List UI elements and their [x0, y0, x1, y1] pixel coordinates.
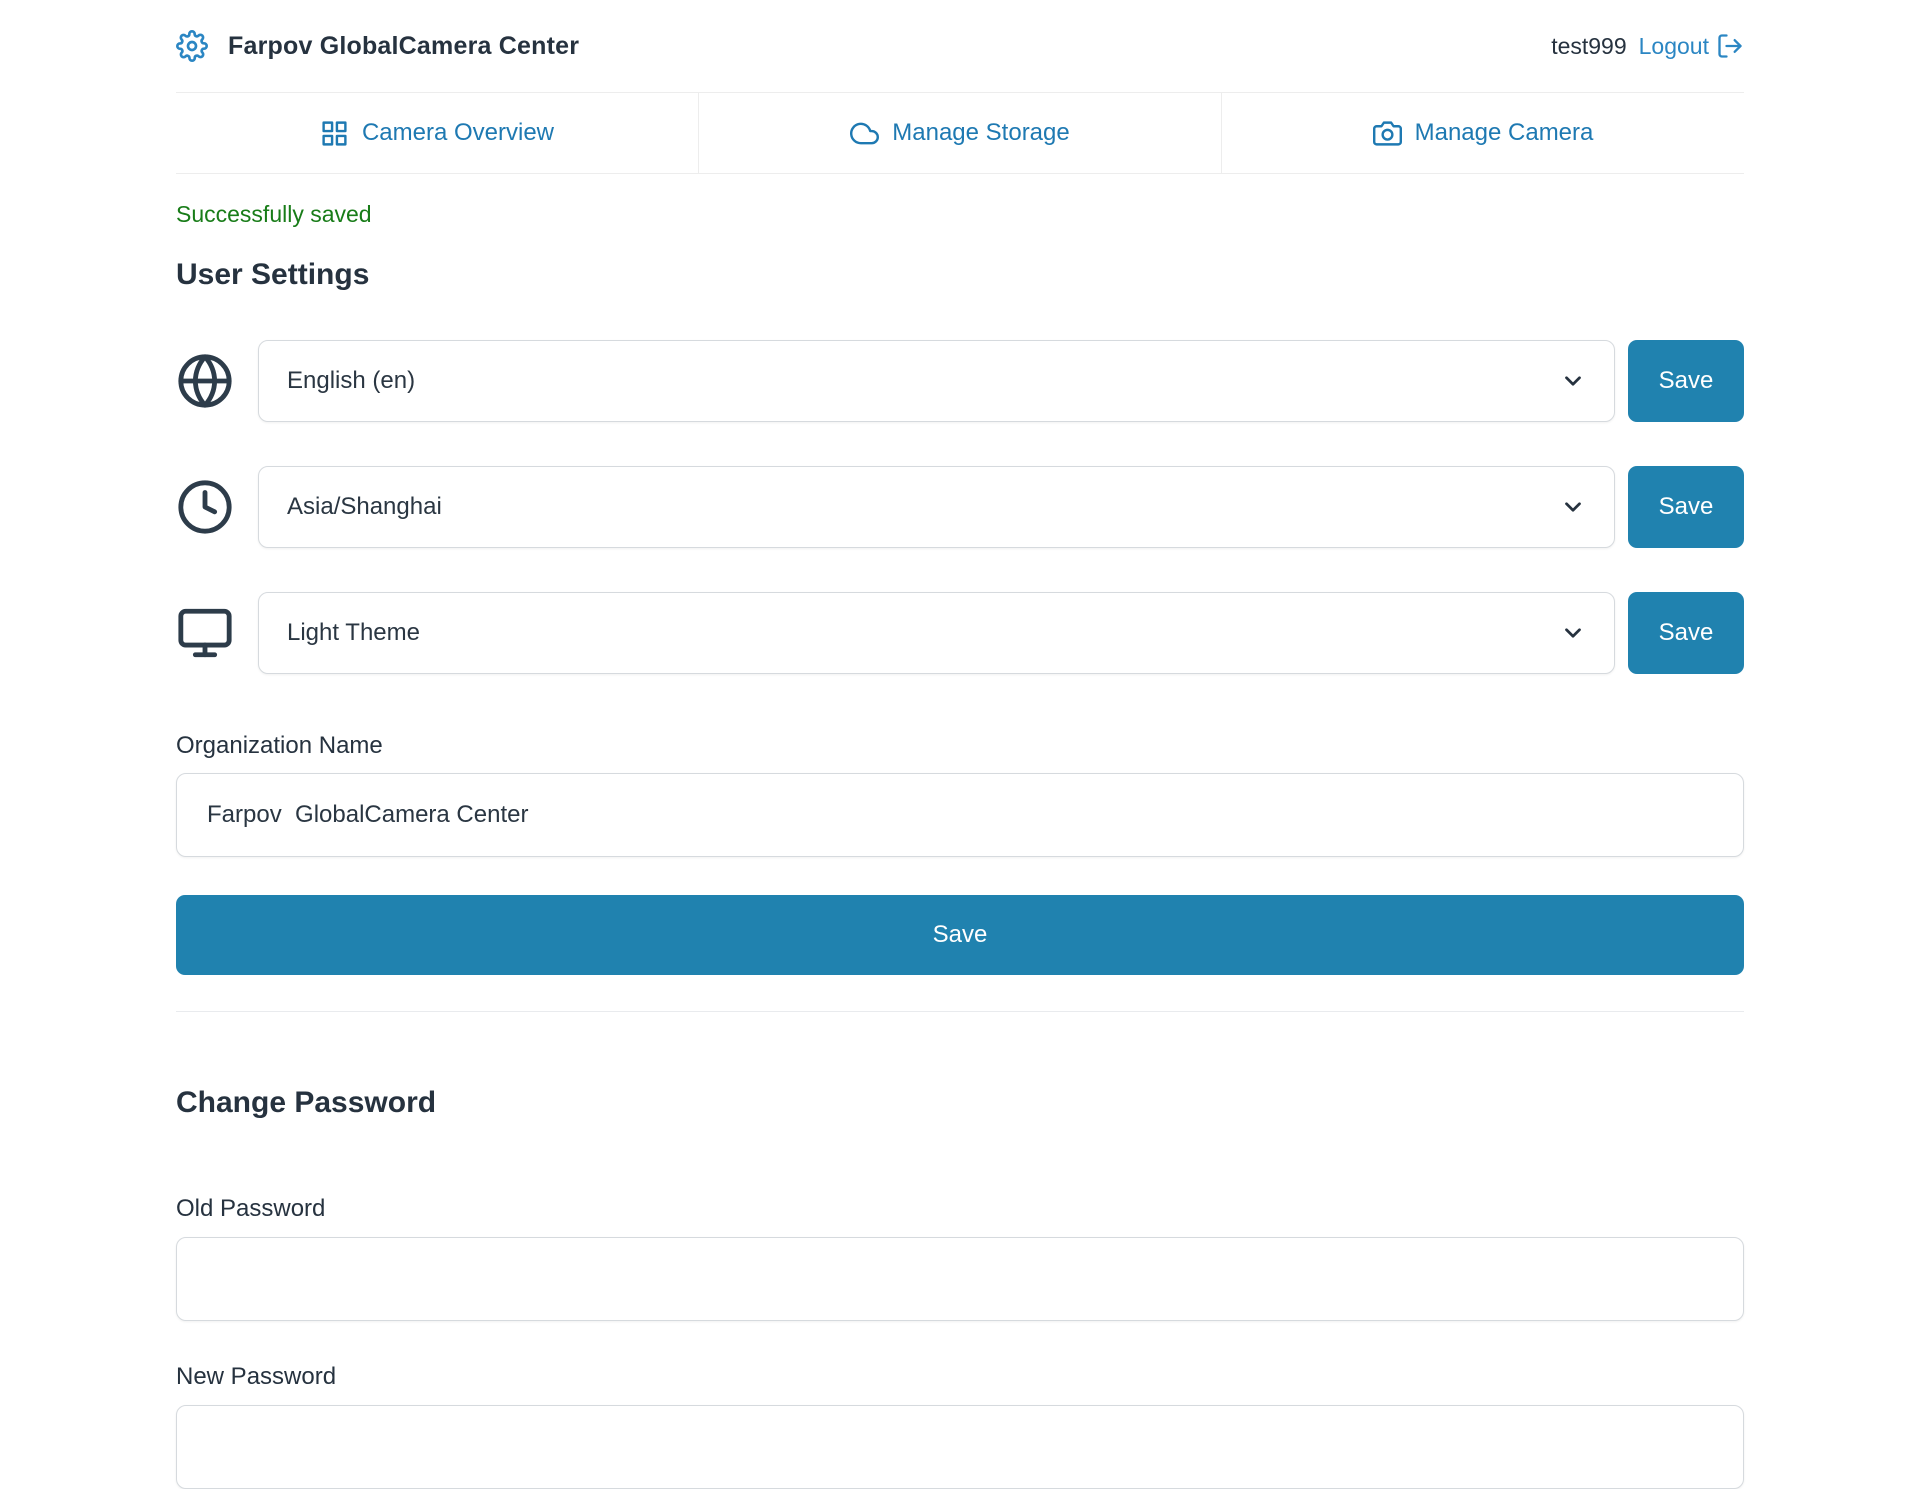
new-password-label: New Password — [176, 1363, 337, 1390]
theme-setting-row: Light Theme Save — [176, 592, 1744, 674]
timezone-setting-row: Asia/Shanghai Save — [176, 466, 1744, 548]
chevron-down-icon — [1565, 376, 1581, 386]
clock-icon — [178, 480, 232, 534]
save-theme-button[interactable]: Save — [1628, 592, 1744, 674]
timezone-select[interactable]: Asia/Shanghai — [258, 466, 1615, 548]
old-password-label: Old Password — [176, 1195, 326, 1222]
timezone-select-value: Asia/Shanghai — [287, 493, 442, 520]
logout-icon — [1718, 34, 1742, 58]
tab-label: Camera Overview — [361, 119, 555, 146]
chevron-down-icon — [1565, 628, 1581, 638]
user-settings-title: User Settings — [176, 258, 370, 291]
section-divider — [176, 1011, 1744, 1012]
tab-camera-overview[interactable]: Camera Overview — [176, 93, 698, 173]
old-password-input[interactable] — [176, 1237, 1744, 1321]
save-language-button[interactable]: Save — [1628, 340, 1744, 422]
app-header: Farpov GlobalCamera Center test999 Logou… — [0, 0, 1920, 92]
logout-label: Logout — [1638, 32, 1709, 59]
tab-label: Manage Camera — [1414, 119, 1594, 146]
username-label: test999 — [1551, 32, 1627, 59]
logout-link[interactable]: Logout — [1639, 32, 1744, 60]
page-title: Farpov GlobalCamera Center — [228, 31, 580, 60]
language-select-value: English (en) — [287, 367, 416, 394]
success-status: Successfully saved — [176, 201, 372, 227]
chevron-down-icon — [1565, 502, 1581, 512]
organization-name-label: Organization Name — [176, 732, 383, 759]
new-password-input[interactable] — [176, 1405, 1744, 1489]
main-content: Successfully saved User Settings English… — [0, 201, 1920, 1489]
cloud-icon — [850, 122, 880, 144]
gear-icon — [176, 30, 208, 62]
header-brand: Farpov GlobalCamera Center — [176, 30, 579, 62]
save-timezone-button[interactable]: Save — [1628, 466, 1744, 548]
save-organization-button[interactable]: Save — [176, 895, 1744, 975]
grid-icon — [322, 120, 347, 146]
language-setting-row: English (en) Save — [176, 340, 1744, 422]
camera-icon — [1372, 120, 1402, 146]
theme-select-value: Light Theme — [287, 619, 420, 646]
tab-bar: Camera Overview Manage Storage Manage Ca… — [176, 92, 1744, 174]
change-password-title: Change Password — [176, 1086, 437, 1119]
header-user-area: test999 Logout — [1551, 32, 1744, 60]
tab-manage-storage[interactable]: Manage Storage — [698, 93, 1221, 173]
theme-select[interactable]: Light Theme — [258, 592, 1615, 674]
tab-label: Manage Storage — [892, 119, 1070, 146]
settings-rows: English (en) Save Asia/Shanghai Save — [176, 340, 1744, 674]
organization-name-input[interactable] — [176, 773, 1744, 857]
language-select[interactable]: English (en) — [258, 340, 1615, 422]
tab-manage-camera[interactable]: Manage Camera — [1221, 93, 1744, 173]
globe-icon — [178, 354, 232, 408]
monitor-icon — [178, 608, 232, 658]
